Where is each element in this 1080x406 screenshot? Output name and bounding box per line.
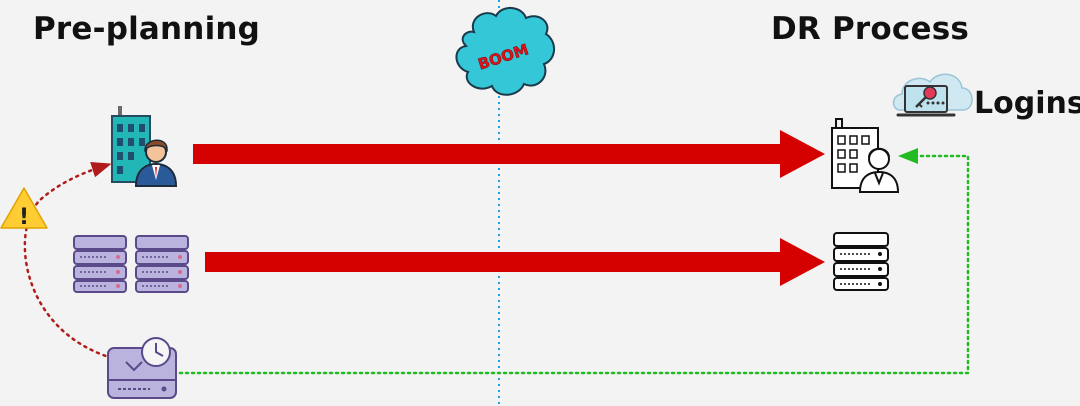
boom-cloud-icon: BOOM: [455, 7, 555, 96]
server-rack-icon-color: [73, 235, 189, 293]
server-rack-icon-outline: [833, 232, 889, 291]
warning-mark: !: [19, 205, 29, 230]
cloud-login-key-icon: [892, 73, 973, 117]
office-user-icon-color: [111, 106, 178, 187]
backup-disk-clock-icon: [107, 337, 177, 399]
office-replication-arrow: [193, 130, 825, 178]
pre-planning-heading: Pre-planning: [33, 11, 261, 47]
restore-dotted-arc: [23, 161, 114, 360]
office-user-icon-outline: [831, 118, 900, 193]
warning-icon: !: [0, 187, 48, 230]
logins-label: Logins: [974, 86, 1080, 121]
server-replication-arrow: [205, 238, 825, 286]
login-sync-dotted-line: [178, 148, 970, 375]
dr-process-heading: DR Process: [771, 11, 970, 47]
